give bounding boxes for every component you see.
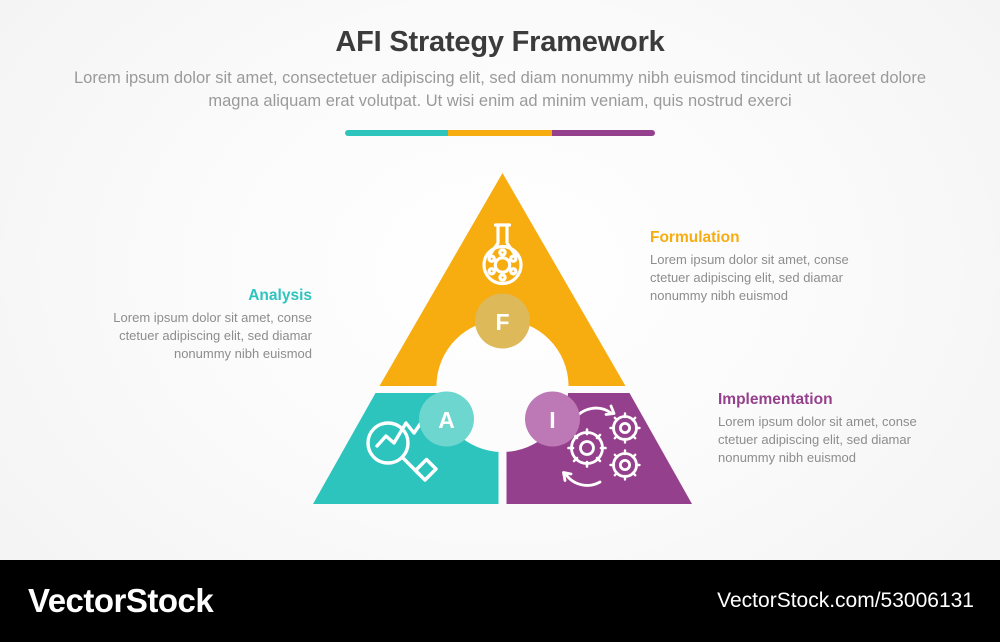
magnifier-chart-icon [366, 415, 438, 482]
label-title-formulation: Formulation [650, 229, 740, 246]
header: AFI Strategy Framework Lorem ipsum dolor… [0, 0, 1000, 113]
label-title-analysis: Analysis [248, 287, 312, 304]
letter-badge-implementation[interactable]: I [525, 391, 580, 447]
letter-badge-analysis[interactable]: A [419, 391, 474, 447]
letter-badge-analysis-text: A [438, 407, 455, 433]
label-description-implementation: Lorem ipsum dolor sit amet, conse ctetue… [718, 414, 917, 465]
vectorstock-logo: VectorStock [28, 582, 214, 619]
label-description-analysis: Lorem ipsum dolor sit amet, conse ctetue… [113, 310, 312, 361]
label-block-analysis: Analysis Lorem ipsum dolor sit amet, con… [72, 286, 312, 363]
accent-bar-segment-purple [551, 130, 655, 136]
accent-bar-segment-yellow [448, 130, 552, 136]
label-description-formulation: Lorem ipsum dolor sit amet, conse ctetue… [650, 252, 849, 303]
letter-badge-implementation-text: I [549, 407, 555, 433]
label-title-implementation: Implementation [718, 391, 833, 408]
letter-badge-formulation-text: F [495, 309, 509, 335]
flask-molecule-icon [482, 223, 523, 286]
label-block-formulation: Formulation Lorem ipsum dolor sit amet, … [650, 228, 890, 305]
gears-cycle-icon [562, 404, 641, 487]
vectorstock-url: VectorStock.com/53006131 [717, 589, 974, 612]
triangle-diagram: F A I [280, 155, 730, 525]
page-subtitle: Lorem ipsum dolor sit amet, consectetuer… [73, 69, 927, 110]
accent-bar-segment-teal [345, 130, 449, 136]
footer-watermark-bar: VectorStock VectorStock.com/53006131 [0, 560, 1000, 642]
accent-bar [345, 130, 655, 136]
segment-formulation[interactable] [379, 173, 626, 386]
letter-badge-formulation[interactable]: F [475, 293, 530, 349]
page-title: AFI Strategy Framework [335, 26, 665, 58]
label-block-implementation: Implementation Lorem ipsum dolor sit ame… [718, 390, 958, 467]
